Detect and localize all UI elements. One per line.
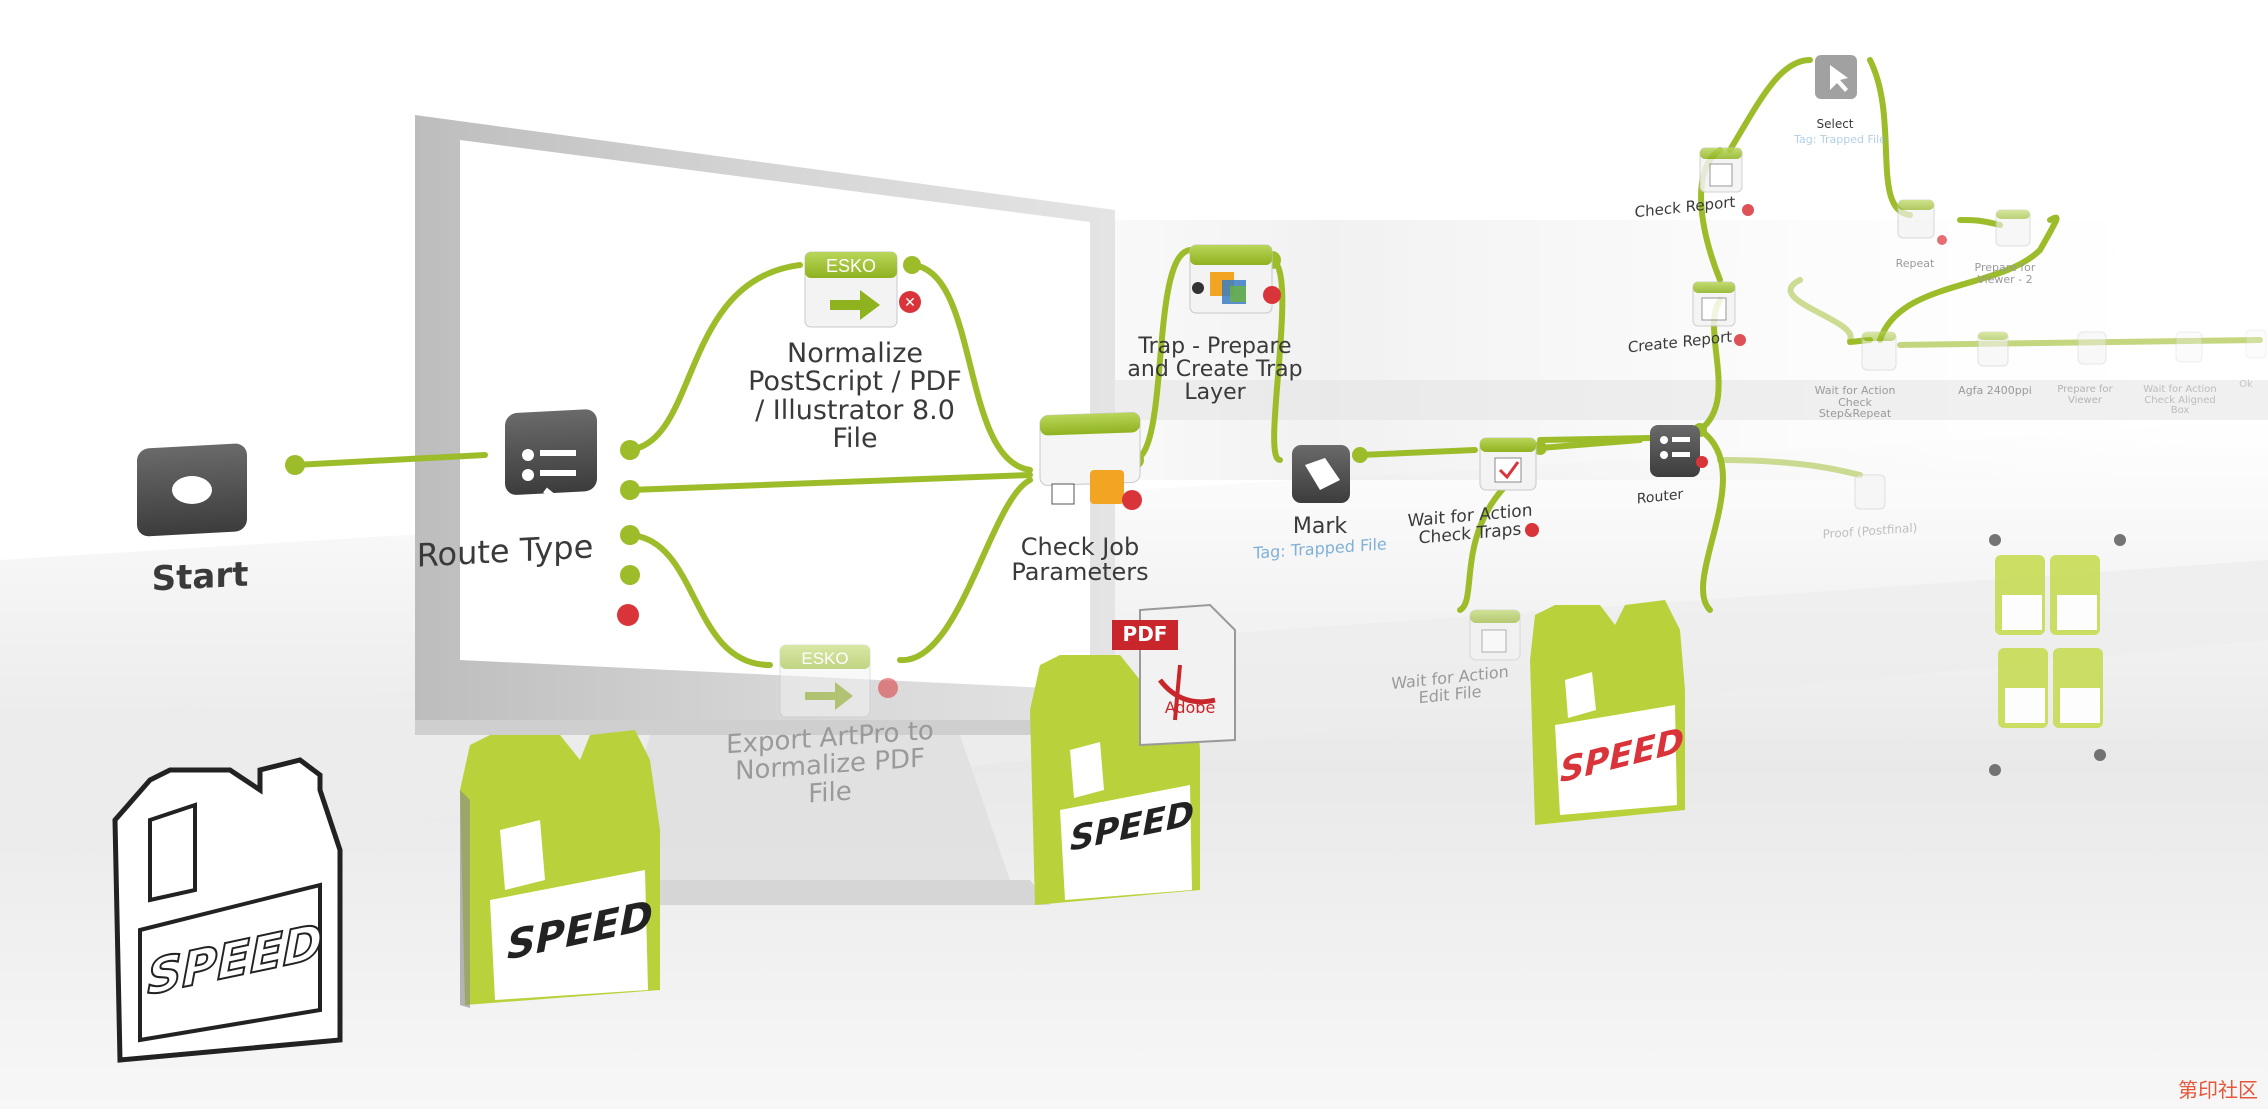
bottle-outline <box>112 757 343 1063</box>
repeat-node[interactable] <box>1897 199 1947 245</box>
pdf-document-icon <box>1112 603 1236 747</box>
create-report-node[interactable] <box>1692 281 1746 346</box>
bottle-grid <box>1989 534 2126 776</box>
select-node[interactable] <box>1815 55 1857 99</box>
export-artpro-node[interactable]: ESKO <box>779 644 898 718</box>
start-label: Start <box>151 554 249 600</box>
adobe-label: Adobe <box>1164 698 1216 717</box>
bottle-green-1 <box>460 730 660 1008</box>
wait-check-aligned-label: Wait for Action Check Aligned Box <box>2143 384 2217 416</box>
mark-label: Mark <box>1292 514 1348 539</box>
check-job-label: Check Job Parameters <box>1011 533 1149 587</box>
select-label: Select <box>1816 117 1854 131</box>
normalize-label: Normalize PostScript / PDF / Illustrator… <box>748 338 962 455</box>
far-end-label: Ok <box>2239 379 2253 390</box>
trap-node[interactable] <box>1189 244 1281 314</box>
normalize-node[interactable]: ESKO ✕ <box>804 251 921 328</box>
pdf-badge-label: PDF <box>1122 622 1168 646</box>
select-tag: Tag: Trapped File <box>1794 133 1886 146</box>
trap-label: Trap - Prepare and Create Trap Layer <box>1127 334 1303 406</box>
prepare-viewer-node[interactable] <box>1995 209 2031 247</box>
prepare-viewer-label: Prepare for Viewer - 2 <box>1974 261 2036 286</box>
agfa-label: Agfa 2400ppi <box>1958 384 2032 397</box>
prepare-viewer2-label: Prepare for Viewer <box>2057 384 2113 406</box>
connectors <box>292 57 2263 668</box>
svg-text:ESKO: ESKO <box>801 649 848 668</box>
check-job-node[interactable] <box>1039 411 1142 510</box>
repeat-label: Repeat <box>1895 257 1935 270</box>
faint-node-row <box>1854 329 2267 510</box>
router-node[interactable] <box>1650 425 1708 477</box>
svg-text:✕: ✕ <box>904 295 916 311</box>
route-type-node[interactable] <box>505 409 597 513</box>
bottle-green-3 <box>1530 600 1685 825</box>
wait-check-traps-node[interactable] <box>1479 437 1539 537</box>
wait-edit-file-node[interactable] <box>1469 609 1521 661</box>
svg-text:ESKO: ESKO <box>826 256 876 276</box>
start-node[interactable] <box>137 443 247 537</box>
wait-check-step-label: Wait for Action Check Step&Repeat <box>1814 384 1896 421</box>
check-report-node[interactable] <box>1699 147 1754 216</box>
error-icon <box>617 604 639 626</box>
watermark: 第印社区 <box>2178 1078 2258 1102</box>
mark-node[interactable] <box>1292 445 1350 503</box>
